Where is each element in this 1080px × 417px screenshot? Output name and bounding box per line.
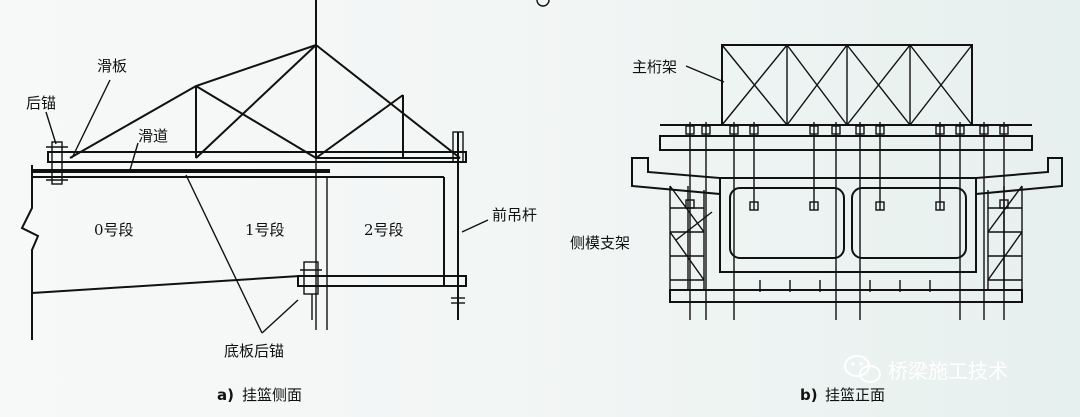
leader-main-truss <box>685 65 725 83</box>
leader-side-form <box>675 211 713 241</box>
label-rear-anchor: 后锚 <box>26 94 56 112</box>
side-form-support-right <box>987 185 1023 290</box>
label-slideway: 滑道 <box>138 127 168 145</box>
label-segment-2: 2号段 <box>364 221 404 239</box>
box-cell-left <box>729 187 845 259</box>
hanger-rods <box>689 122 1005 320</box>
rod-nuts <box>685 125 1009 211</box>
label-segment-0: 0号段 <box>94 221 134 239</box>
main-truss-side <box>69 43 461 159</box>
side-form-support-left <box>669 185 705 290</box>
rear-anchor-bolt <box>51 141 63 185</box>
caption-side-view: 挂篮侧面 <box>242 386 302 404</box>
box-cell-right <box>851 187 967 259</box>
truss-web <box>721 43 973 127</box>
label-side-form-support: 侧模支架 <box>570 234 630 252</box>
bottom-crossbeam <box>669 289 1023 303</box>
caption-front-view: 挂篮正面 <box>825 386 885 404</box>
wechat-icon <box>844 355 881 383</box>
leader-slide-plate <box>71 79 111 159</box>
watermark: 桥梁施工技术 <box>844 355 1008 383</box>
leader-slideway <box>129 142 139 171</box>
leader-rear-anchor <box>45 111 57 145</box>
pier-edge <box>20 165 40 340</box>
label-front-hanger: 前吊杆 <box>492 206 537 224</box>
watermark-text: 桥梁施工技术 <box>888 359 1008 383</box>
label-slide-plate: 滑板 <box>97 57 127 75</box>
bottom-studs <box>759 280 931 292</box>
side-view: 滑板 后锚 滑道 0号段 1号段 2号段 前吊杆 底板后锚 a) 挂篮侧面 <box>20 0 537 404</box>
leader-bottom-anchor <box>185 174 263 334</box>
top-marker <box>536 0 550 7</box>
deck-left-flange <box>631 157 721 196</box>
label-bottom-rear-anchor: 底板后锚 <box>224 342 284 360</box>
bottom-form <box>31 275 301 294</box>
label-main-truss: 主桁架 <box>632 58 677 76</box>
bottom-platform <box>297 275 467 287</box>
label-segment-1: 1号段 <box>245 221 285 239</box>
front-view: 主桁架 侧模支架 b) 挂篮正面 <box>570 43 1063 404</box>
caption-prefix-b: b) <box>800 386 818 404</box>
slide-beam <box>47 151 467 163</box>
bottom-anchor-bolt <box>303 261 319 295</box>
leader-bottom-anchor <box>261 299 299 334</box>
box-girder <box>719 177 977 273</box>
deck-right-flange <box>975 157 1063 196</box>
caption-prefix-a: a) <box>217 386 234 404</box>
leader-front-hanger <box>461 219 489 233</box>
top-crossbeam <box>659 135 1033 151</box>
